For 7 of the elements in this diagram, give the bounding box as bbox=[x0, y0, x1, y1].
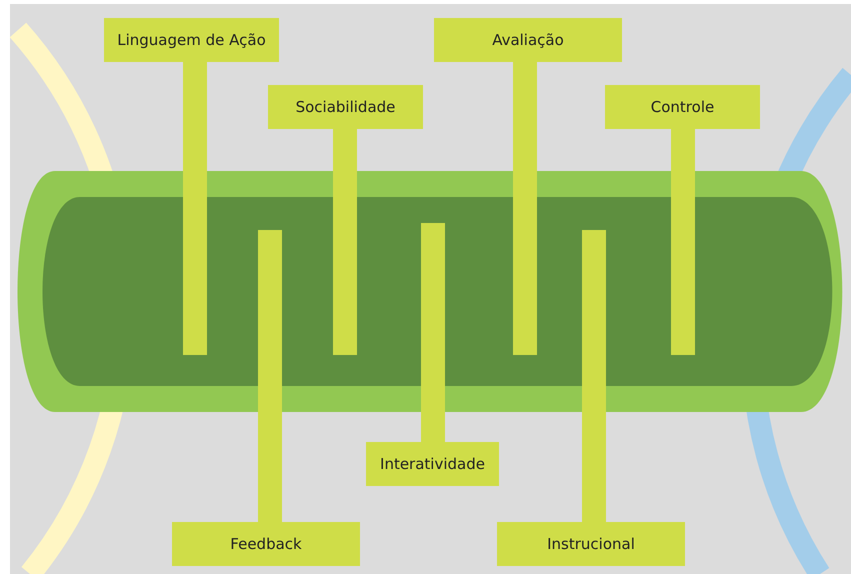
label-box: Interatividade bbox=[366, 442, 499, 486]
label-box: Controle bbox=[605, 85, 760, 129]
label-box: Avaliação bbox=[434, 18, 622, 62]
label-box: Instrucional bbox=[497, 522, 685, 566]
label-box: Feedback bbox=[172, 522, 360, 566]
label-box: Linguagem de Ação bbox=[104, 18, 279, 62]
label-box: Sociabilidade bbox=[268, 85, 423, 129]
